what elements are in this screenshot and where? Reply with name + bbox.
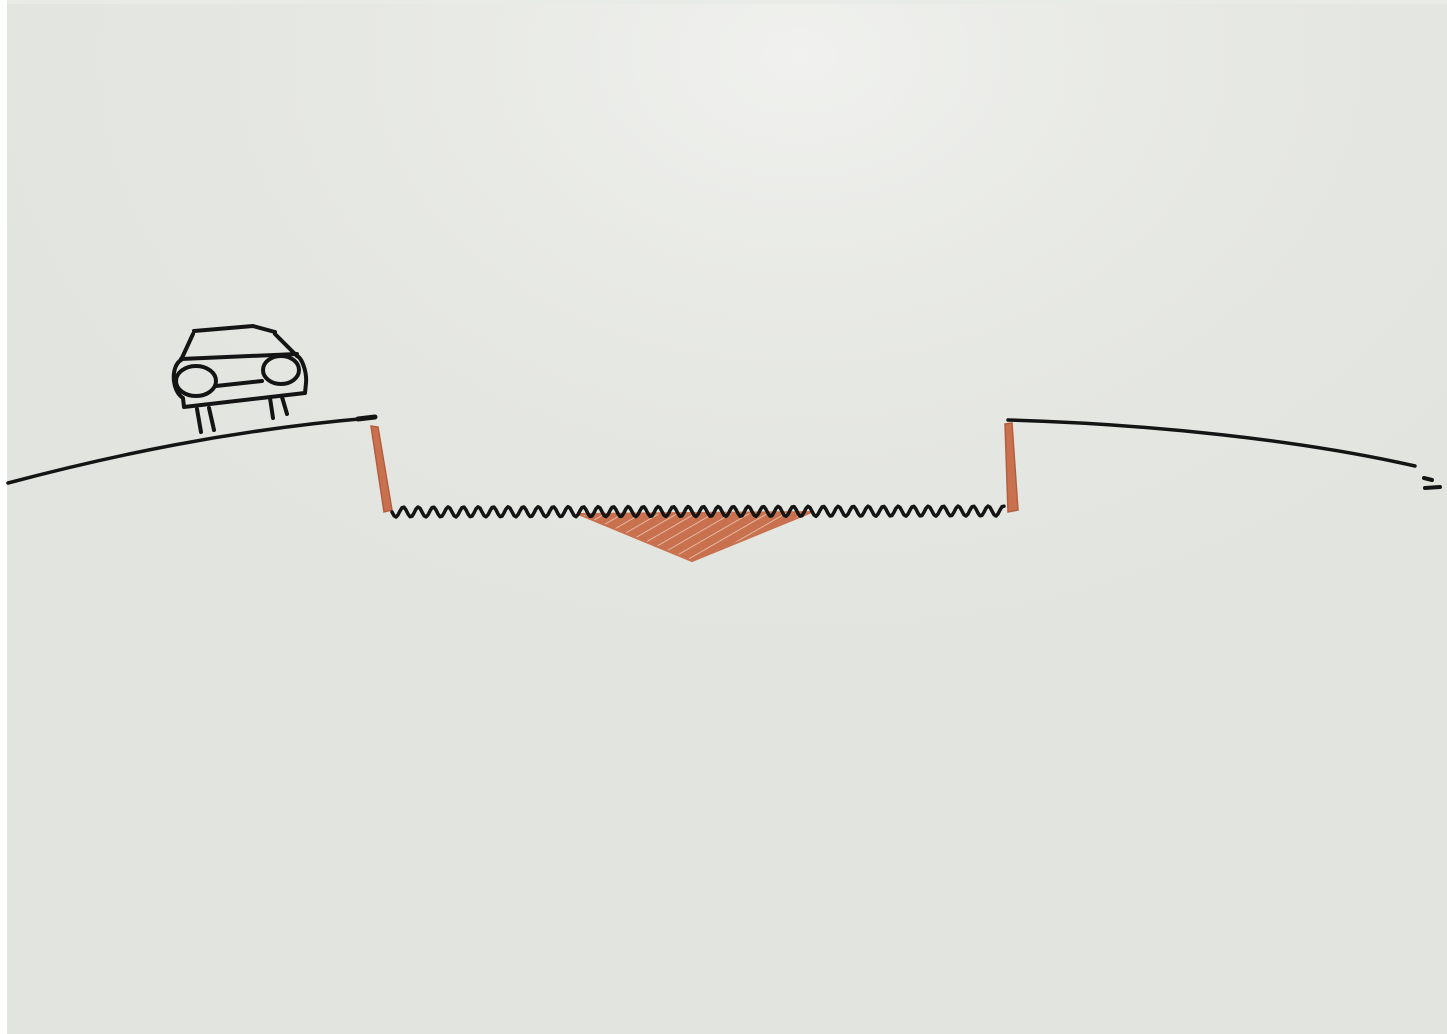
left-ground-end-tick [358, 417, 375, 419]
